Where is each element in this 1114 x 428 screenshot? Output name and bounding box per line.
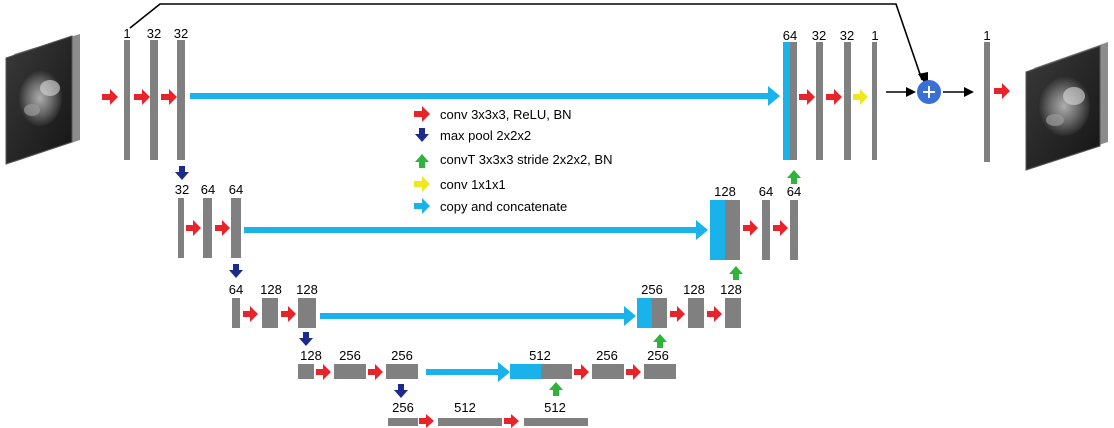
- block-r1-copy: [783, 42, 790, 160]
- label-r3-b: 128: [683, 282, 705, 297]
- label-l5-b: 512: [454, 400, 476, 415]
- label-l4-a: 128: [300, 348, 322, 363]
- legend-conv1-arrow: [414, 176, 430, 192]
- label-r2-b: 64: [759, 184, 773, 199]
- conv1-arrow: [853, 89, 868, 105]
- block-r1-d: [872, 42, 877, 160]
- legend-convT-arrow: [415, 154, 429, 168]
- block-r2-b: [762, 200, 770, 260]
- output-image: [1025, 42, 1108, 171]
- block-l5-c: [524, 418, 588, 426]
- flow-arrows: [886, 87, 974, 97]
- block-l4-a: [298, 364, 314, 379]
- label-r1-c: 32: [840, 28, 854, 43]
- label-l3-a: 64: [229, 282, 243, 297]
- block-r3-b: [688, 298, 704, 328]
- block-r1-b: [816, 42, 823, 160]
- residual-connection: [129, 3, 928, 88]
- legend-conv-text: conv 3x3x3, ReLU, BN: [440, 107, 572, 122]
- convT-arrows: [549, 170, 801, 396]
- label-l4-c: 256: [391, 348, 413, 363]
- label-l2-b: 64: [201, 182, 215, 197]
- block-r4-b: [592, 364, 624, 379]
- label-output: 1: [983, 28, 990, 43]
- label-l5-a: 256: [392, 400, 414, 415]
- copy-arrows: [190, 86, 780, 382]
- label-l4-b: 256: [339, 348, 361, 363]
- label-l3-c: 128: [296, 282, 318, 297]
- label-l5-c: 512: [544, 400, 566, 415]
- legend: conv 3x3x3, ReLU, BN max pool 2x2x2 conv…: [414, 106, 612, 214]
- conv-arrows: [102, 83, 1010, 428]
- label-r1-a: 64: [783, 28, 797, 43]
- block-l4-c: [386, 364, 418, 379]
- block-r4-c: [644, 364, 676, 379]
- label-r1-d: 1: [871, 28, 878, 43]
- legend-copy-arrow: [414, 198, 430, 214]
- block-r2-c: [790, 200, 798, 260]
- block-l3-b: [262, 298, 278, 328]
- label-r4-c: 256: [647, 348, 669, 363]
- label-l1-a: 1: [123, 26, 130, 41]
- label-r2-c: 64: [787, 184, 801, 199]
- block-r2-copy: [710, 200, 725, 260]
- label-r3-a: 256: [641, 282, 663, 297]
- block-l1-a: [124, 40, 130, 160]
- block-l2-c: [231, 198, 241, 258]
- block-l3-a: [232, 298, 240, 328]
- block-r4-copy: [510, 364, 541, 379]
- label-r4-b: 256: [596, 348, 618, 363]
- block-l4-b: [334, 364, 366, 379]
- label-r1-b: 32: [812, 28, 826, 43]
- block-output: [984, 42, 990, 162]
- legend-conv-arrow: [414, 106, 430, 122]
- block-r3-c: [725, 298, 741, 328]
- plus-icon: [917, 80, 941, 104]
- pool-arrows: [175, 166, 408, 398]
- block-l3-c: [298, 298, 316, 328]
- input-image: [5, 34, 80, 165]
- legend-copy-text: copy and concatenate: [440, 199, 567, 214]
- block-l2-b: [203, 198, 212, 258]
- block-l2-a: [178, 198, 184, 258]
- label-l1-b: 32: [147, 26, 161, 41]
- block-r1-c: [844, 42, 851, 160]
- legend-convT-text: convT 3x3x3 stride 2x2x2, BN: [440, 152, 612, 167]
- block-r3-copy: [637, 298, 652, 328]
- label-r4-a: 512: [529, 348, 551, 363]
- label-l2-a: 32: [175, 182, 189, 197]
- label-r3-c: 128: [720, 282, 742, 297]
- label-l1-c: 32: [174, 26, 188, 41]
- block-l1-b: [150, 40, 158, 160]
- block-l5-a: [388, 418, 418, 426]
- label-l2-c: 64: [229, 182, 243, 197]
- legend-conv1-text: conv 1x1x1: [440, 177, 506, 192]
- label-r2-a: 128: [714, 184, 736, 199]
- label-l3-b: 128: [260, 282, 282, 297]
- legend-pool-text: max pool 2x2x2: [440, 128, 531, 143]
- legend-pool-arrow: [415, 128, 429, 142]
- block-l1-c: [177, 40, 185, 160]
- block-l5-b: [438, 418, 502, 426]
